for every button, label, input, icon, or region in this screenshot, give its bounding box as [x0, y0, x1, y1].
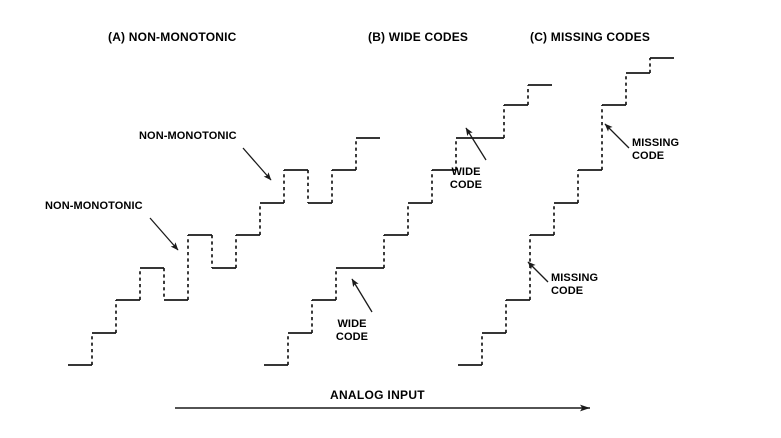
staircase-a	[68, 137, 380, 366]
callout-line: WIDE	[337, 318, 367, 330]
staircase-c	[458, 57, 674, 366]
arrow-c-low	[527, 261, 549, 283]
staircases-layer	[68, 57, 674, 366]
callout-line: CODE	[632, 150, 665, 162]
arrow-c-high	[604, 123, 630, 149]
arrow-b-low	[351, 278, 373, 313]
callout-line: CODE	[551, 285, 584, 297]
callout-line: CODE	[335, 331, 369, 343]
panel-title-b: (B) WIDE CODES	[368, 30, 469, 44]
analog-input-label: ANALOG INPUT	[330, 388, 425, 402]
callout-a-low: NON-MONOTONIC	[45, 200, 143, 213]
arrow-b-high	[465, 127, 487, 161]
callout-line: WIDE	[451, 166, 481, 178]
arrow-a-high	[242, 147, 272, 181]
callout-line: NON-MONOTONIC	[45, 200, 143, 212]
callout-a-high: NON-MONOTONIC	[139, 130, 237, 143]
callout-line: MISSING	[632, 137, 680, 149]
callout-line: MISSING	[551, 272, 599, 284]
callout-arrows-layer	[149, 123, 630, 313]
panel-title-a: (A) NON-MONOTONIC	[108, 30, 237, 44]
callout-line: NON-MONOTONIC	[139, 130, 237, 142]
staircase-b	[264, 84, 552, 366]
arrow-a-low	[149, 217, 179, 251]
panel-title-c: (C) MISSING CODES	[530, 30, 651, 44]
callout-line: CODE	[449, 179, 483, 191]
